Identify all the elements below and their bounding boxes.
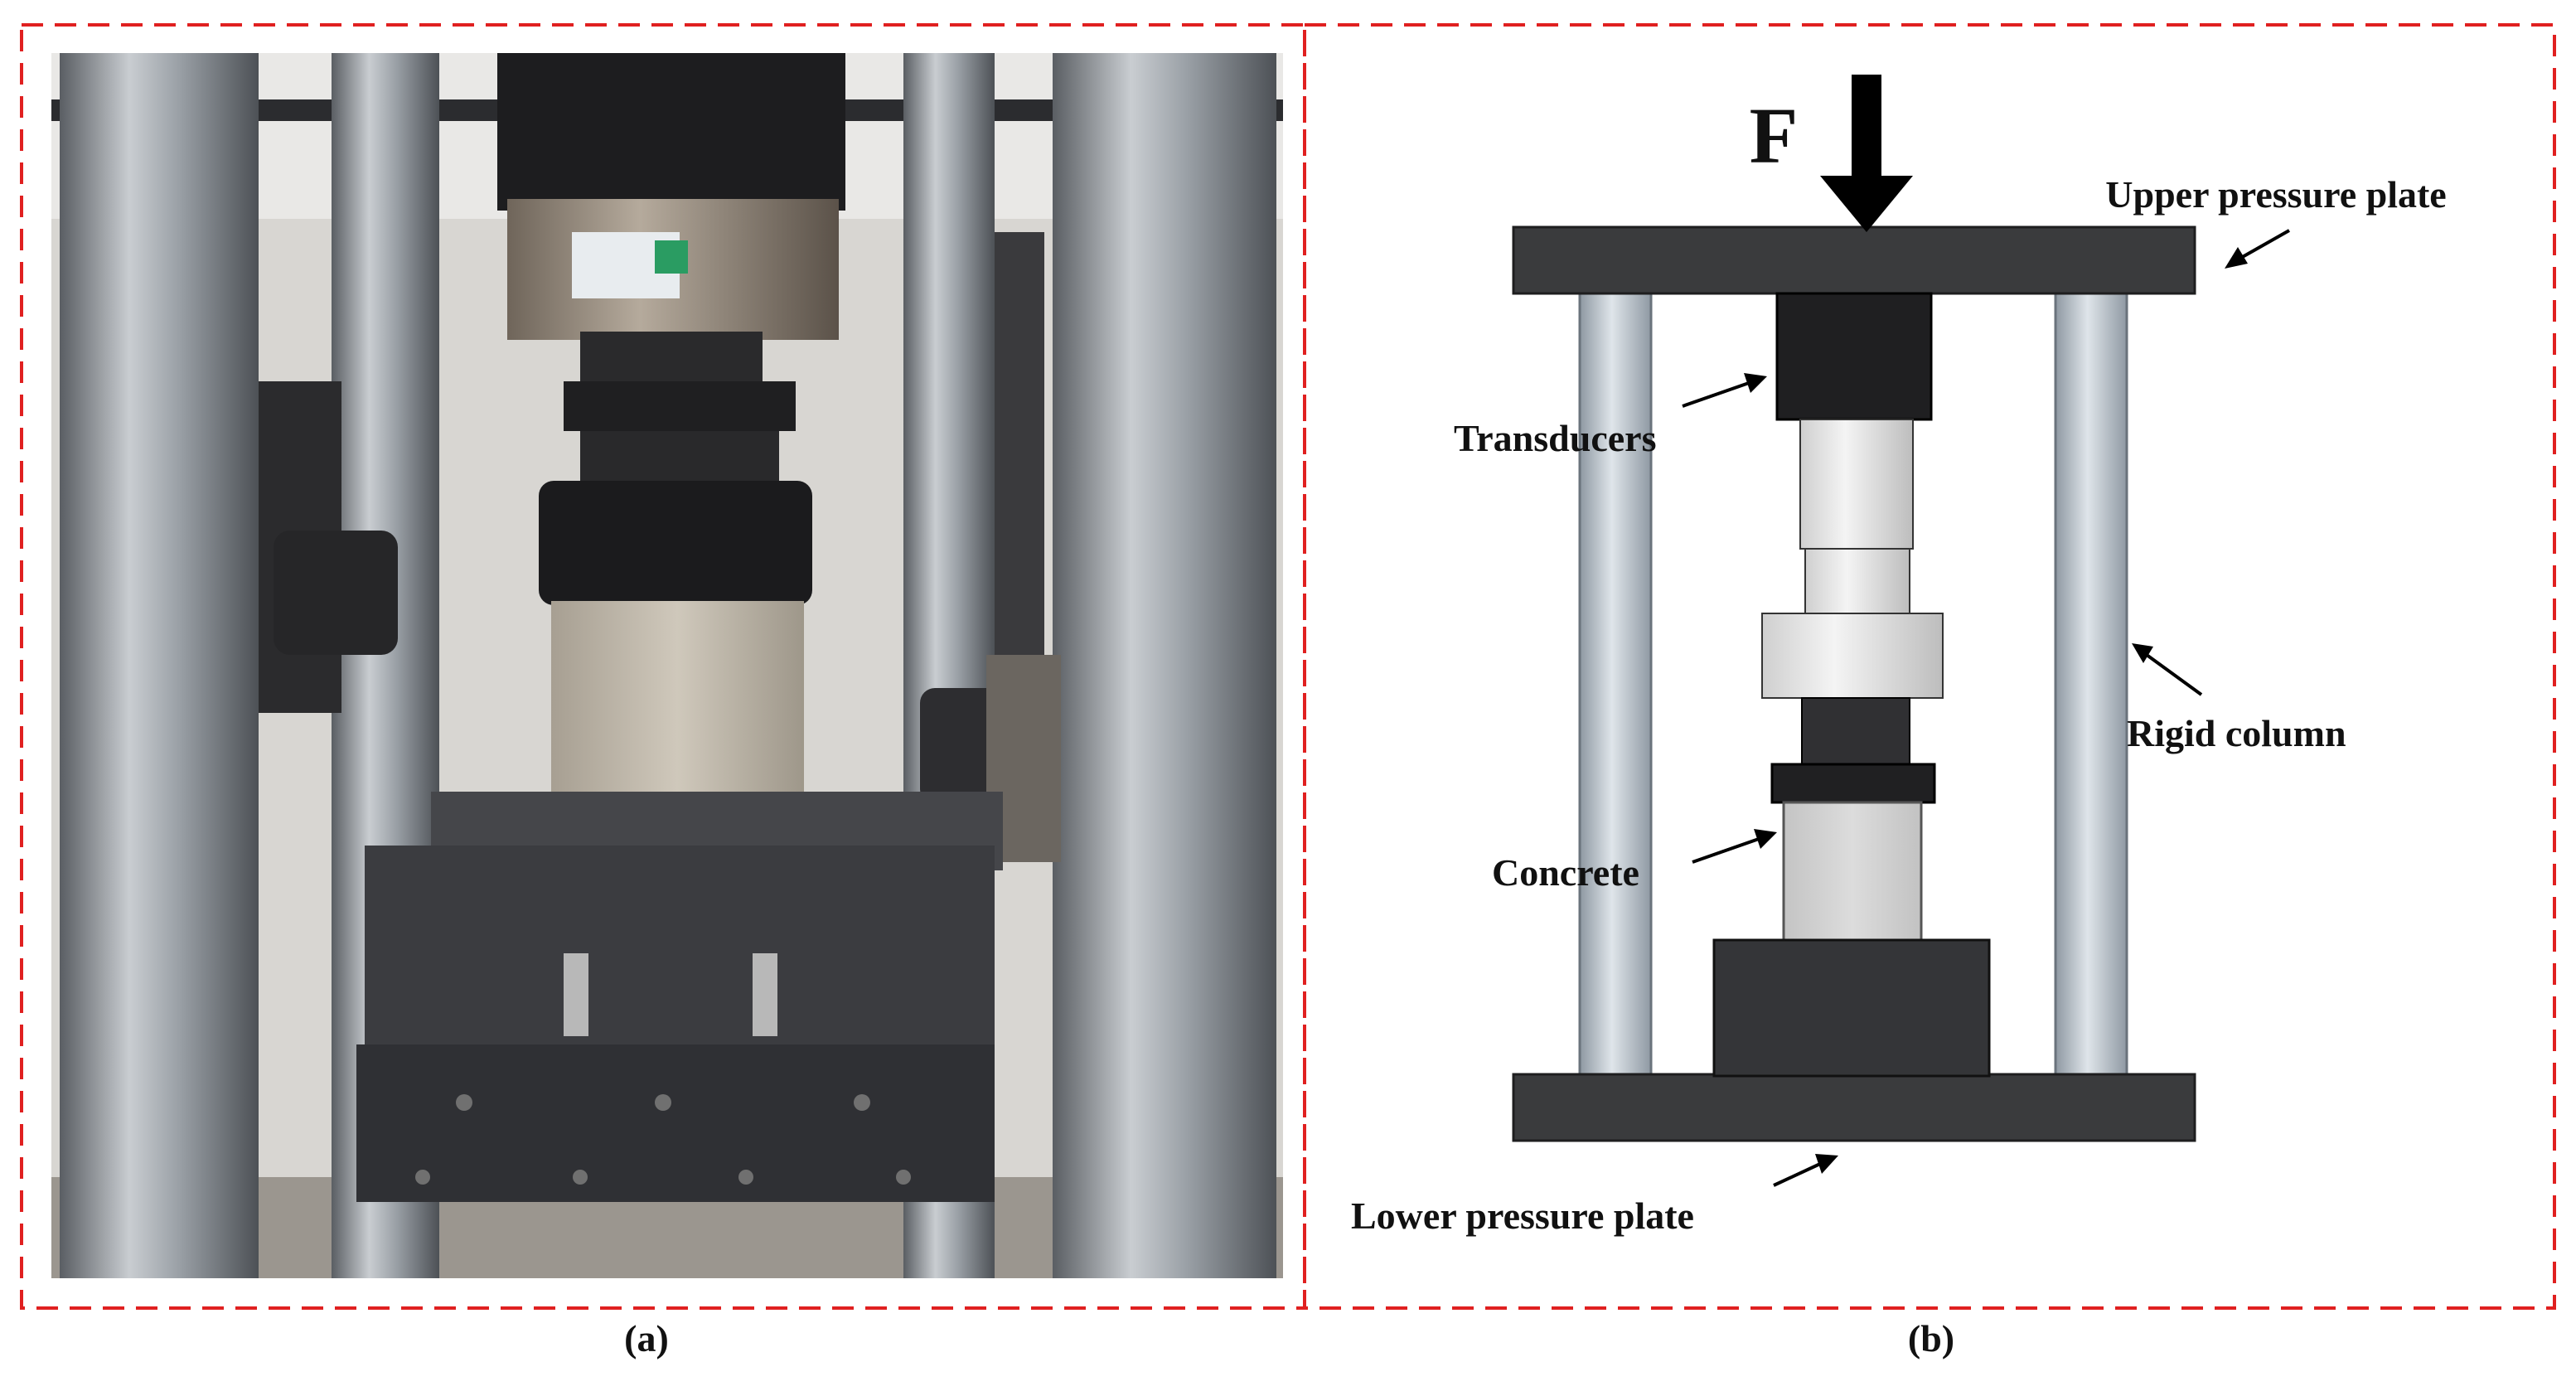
- transducer-dark-cylinder: [1801, 697, 1910, 767]
- transducer-upper-cylinder: [1799, 419, 1914, 550]
- base-block: [1712, 938, 1991, 1078]
- force-arrow: [1820, 75, 1913, 232]
- transducer-dark-cap: [1770, 763, 1936, 804]
- panel-b: F Upper pressure plate Transducers Rigid…: [1303, 23, 2556, 1359]
- panel-a: (a): [20, 23, 1306, 1359]
- transducer-neck: [1804, 548, 1910, 614]
- photo-test-machine: [51, 53, 1283, 1278]
- rigid-column-label: Rigid column: [2127, 712, 2346, 754]
- callout-arrows: [1682, 229, 2290, 1187]
- panel-b-frame: [1303, 23, 2556, 1310]
- upper-plate-label: Upper pressure plate: [2105, 173, 2446, 216]
- force-label: F: [1750, 91, 1799, 180]
- concrete-specimen: [1782, 801, 1923, 942]
- transducers-label: Transducers: [1454, 417, 1657, 459]
- lower-plate-label: Lower pressure plate: [1351, 1195, 1694, 1237]
- concrete-label: Concrete: [1492, 851, 1639, 894]
- transducer-top-block: [1775, 292, 1933, 421]
- panel-b-caption: (b): [1908, 1317, 1954, 1359]
- upper-pressure-plate: [1512, 225, 2196, 295]
- rigid-column-right: [2054, 288, 2128, 1079]
- panel-a-caption: (a): [624, 1317, 669, 1359]
- rigid-column-left: [1578, 288, 1653, 1079]
- lower-pressure-plate: [1512, 1073, 2196, 1142]
- transducer-ring: [1761, 613, 1944, 699]
